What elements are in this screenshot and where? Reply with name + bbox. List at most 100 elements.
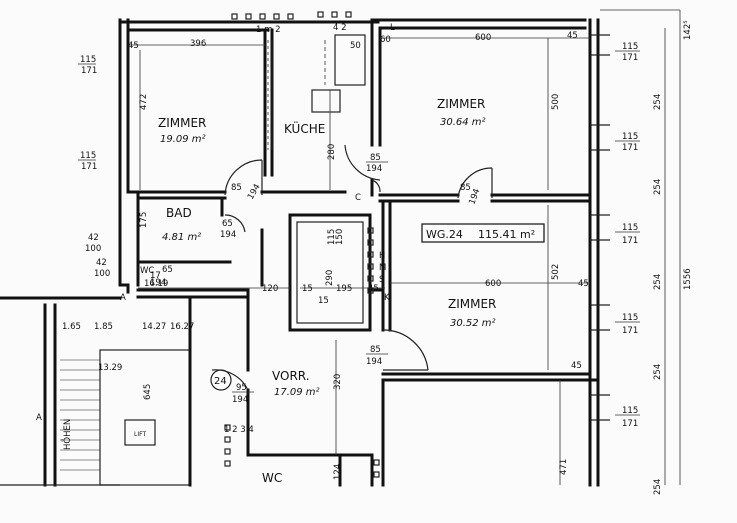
door-65-wc: 65 bbox=[162, 265, 173, 275]
win-42b: 42 bbox=[96, 258, 107, 268]
apartment-area: 115.41 m² bbox=[478, 228, 535, 241]
window-labels: 115 171 115 171 42 100 42 100 115 171 11… bbox=[78, 42, 640, 429]
dim-320: 320 bbox=[333, 374, 343, 390]
dim-254d: 254 bbox=[653, 364, 663, 380]
win-r-115-2: 115 bbox=[622, 132, 638, 142]
room-area-bad: 4.81 m² bbox=[162, 232, 201, 243]
k-mark: K bbox=[384, 293, 390, 303]
dim-45-right2: 45 bbox=[571, 361, 582, 371]
dim-600-mid: 600 bbox=[485, 279, 501, 289]
dim-45-right: 45 bbox=[578, 279, 589, 289]
dim-500: 500 bbox=[551, 94, 561, 110]
apartment-number-circle bbox=[210, 369, 232, 391]
dim-1425: 142⁵ bbox=[683, 20, 693, 40]
dim-1619: 16.19 bbox=[144, 279, 168, 289]
m-mark: M bbox=[379, 263, 386, 273]
apartment-number-marker: 24 bbox=[210, 369, 232, 391]
win-r-115-4: 115 bbox=[622, 313, 638, 323]
dim-1556: 1556 bbox=[683, 268, 693, 290]
room-name-wc: WC bbox=[262, 471, 282, 485]
win-100b: 100 bbox=[94, 269, 110, 279]
room-name-zimmer-top-right: ZIMMER bbox=[437, 97, 485, 111]
l-mark: L bbox=[390, 23, 395, 33]
kitchen-counters bbox=[267, 34, 366, 150]
door-labels: 85 194 85 194 85 194 65 194 85 194 95 19… bbox=[150, 153, 482, 405]
dim-502: 502 bbox=[551, 264, 561, 280]
dim-185: 1.85 bbox=[94, 322, 113, 332]
s-mark: S bbox=[379, 275, 384, 285]
room-labels: ZIMMER 19.09 m² KÜCHE ZIMMER 30.64 m² BA… bbox=[158, 97, 496, 485]
door-85-kue: 85 bbox=[231, 183, 242, 193]
dim-15b: 15 bbox=[318, 296, 329, 306]
room-name-zimmer-right: ZIMMER bbox=[448, 297, 496, 311]
misc-labels: WC LIFT HÖHEN A A K H M S L C 1 2 3 4 bbox=[36, 23, 395, 450]
door-194-v2: 194 bbox=[232, 395, 248, 405]
dimension-lines bbox=[128, 9, 681, 485]
outer-walls bbox=[118, 18, 610, 487]
apartment-label-box bbox=[421, 223, 545, 243]
dim-1627: 16.27 bbox=[170, 322, 194, 332]
room-name-zimmer-left: ZIMMER bbox=[158, 116, 206, 130]
dim-290: 290 bbox=[325, 270, 335, 286]
win-100: 100 bbox=[85, 244, 101, 254]
win-r-171-1: 171 bbox=[622, 53, 638, 63]
dim-396: 396 bbox=[190, 39, 206, 49]
win-115-1: 115 bbox=[80, 55, 96, 65]
win-r-115-1: 115 bbox=[622, 42, 638, 52]
dim-42: 4 2 bbox=[333, 23, 347, 33]
h-mark: H bbox=[379, 251, 385, 261]
apartment-number: 24 bbox=[214, 376, 227, 387]
wc-small-label: WC bbox=[140, 266, 154, 276]
room-name-kueche: KÜCHE bbox=[284, 120, 325, 136]
room-name-vorraum: VORR. bbox=[272, 369, 310, 383]
dim-1m2: 1 m 2 bbox=[256, 25, 281, 35]
dim-17: 17 bbox=[150, 271, 161, 281]
dim-150: 150 bbox=[335, 229, 345, 245]
apartment-label: WG.24 115.41 m² bbox=[421, 223, 545, 243]
dim-254c: 254 bbox=[653, 274, 663, 290]
dim-1329: 13.29 bbox=[98, 363, 122, 373]
door-swings bbox=[211, 144, 493, 391]
win-r-171-2: 171 bbox=[622, 143, 638, 153]
door-85-v: 85 bbox=[370, 345, 381, 355]
room-name-bad: BAD bbox=[166, 206, 192, 220]
door-194-v: 194 bbox=[366, 357, 382, 367]
nums-label: 1 2 3 4 bbox=[224, 425, 254, 435]
c-mark: C bbox=[355, 193, 361, 203]
door-194-wc: 194 bbox=[150, 278, 166, 288]
dim-120: 120 bbox=[262, 284, 278, 294]
dim-254b: 254 bbox=[653, 179, 663, 195]
door-85-z: 85 bbox=[370, 153, 381, 163]
apartment-id: WG.24 bbox=[426, 228, 463, 241]
dim-472: 472 bbox=[139, 94, 149, 110]
dim-124: 124 bbox=[333, 464, 343, 480]
dim-471: 471 bbox=[559, 459, 569, 475]
door-95-v: 95 bbox=[236, 383, 247, 393]
door-194-bad: 194 bbox=[220, 230, 236, 240]
win-115-2: 115 bbox=[80, 151, 96, 161]
door-194-z: 194 bbox=[366, 164, 382, 174]
hoehen-label: HÖHEN bbox=[62, 419, 73, 450]
vertical-dimension-texts: 472 500 280 175 502 645 320 124 471 1556… bbox=[139, 20, 693, 495]
interior-walls bbox=[136, 18, 600, 487]
win-42: 42 bbox=[88, 233, 99, 243]
room-area-zimmer-left: 19.09 m² bbox=[160, 134, 206, 145]
win-171-2: 171 bbox=[81, 162, 97, 172]
door-65-bad: 65 bbox=[222, 219, 233, 229]
win-r-171-4: 171 bbox=[622, 326, 638, 336]
room-area-zimmer-right: 30.52 m² bbox=[450, 318, 496, 329]
dim-645: 645 bbox=[143, 384, 153, 400]
a-mark: A bbox=[120, 293, 126, 303]
room-area-zimmer-top-right: 30.64 m² bbox=[440, 117, 486, 128]
win-171-1: 171 bbox=[81, 66, 97, 76]
dim-165: 1.65 bbox=[62, 322, 81, 332]
dim-280: 280 bbox=[327, 144, 337, 160]
room-area-vorraum: 17.09 m² bbox=[274, 387, 320, 398]
dim-50: 50 bbox=[350, 41, 361, 51]
dim-1427: 14.27 bbox=[142, 322, 166, 332]
dim-254a: 254 bbox=[653, 94, 663, 110]
win-r-171-5: 171 bbox=[622, 419, 638, 429]
dim-15a: 15 bbox=[302, 284, 313, 294]
dim-175: 175 bbox=[139, 212, 149, 228]
